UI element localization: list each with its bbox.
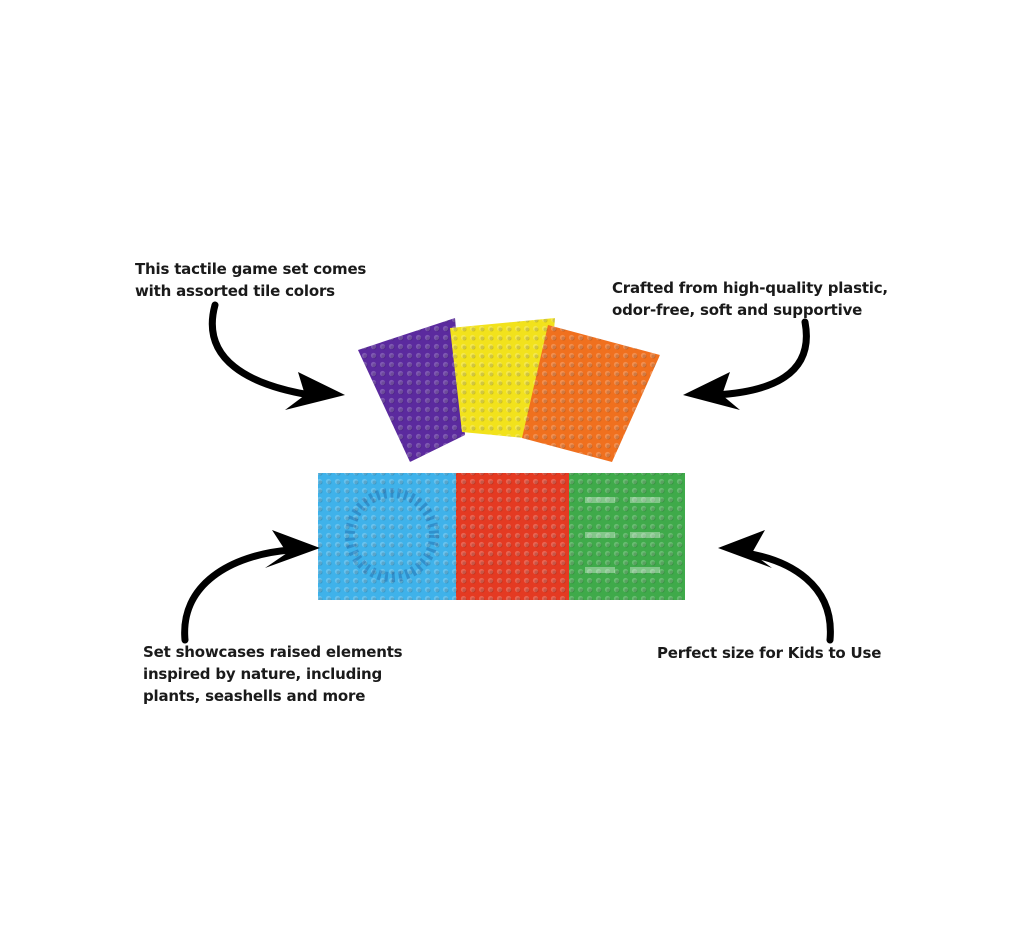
tile-purple <box>358 318 465 462</box>
caption-line: odor-free, soft and supportive <box>612 301 863 319</box>
arrowhead-icon <box>285 372 345 410</box>
caption-line: inspired by nature, including <box>143 665 383 683</box>
arrowhead-icon <box>265 530 320 568</box>
caption-material: Crafted from high-quality plastic, odor-… <box>612 277 888 321</box>
caption-line: plants, seashells and more <box>143 687 366 705</box>
caption-line: Crafted from high-quality plastic, <box>612 279 888 297</box>
tile-red <box>456 473 574 600</box>
caption-tile-colors: This tactile game set comes with assorte… <box>135 258 366 302</box>
caption-line: This tactile game set comes <box>135 260 367 278</box>
caption-size: Perfect size for Kids to Use <box>657 642 881 664</box>
caption-line: Set showcases raised elements <box>143 643 403 661</box>
caption-raised-elements: Set showcases raised elements inspired b… <box>143 641 403 707</box>
arrowhead-icon <box>683 372 740 410</box>
tile-orange <box>522 325 660 462</box>
arrow-bottom-right <box>741 549 834 644</box>
arrowhead-icon <box>718 530 772 568</box>
tile-green <box>569 473 685 600</box>
tile-blue <box>318 473 460 600</box>
arrow-bottom-left <box>181 546 294 644</box>
arrow-top-left <box>208 301 314 399</box>
arrow-top-right <box>711 318 810 399</box>
caption-line: Perfect size for Kids to Use <box>657 644 882 662</box>
caption-line: with assorted tile colors <box>135 282 335 300</box>
